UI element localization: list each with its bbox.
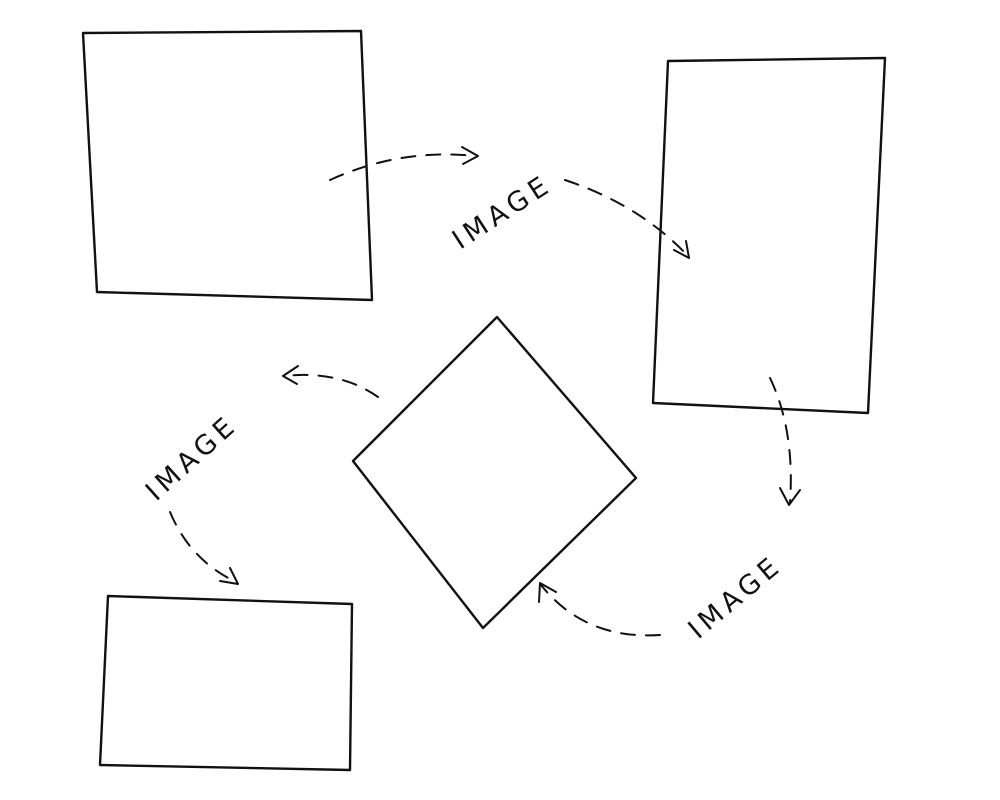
arrow-1	[329, 146, 479, 181]
arrow-2	[564, 179, 690, 259]
arrow-5	[282, 365, 379, 398]
arrow-6	[169, 511, 239, 585]
label-image-top: IMAGE	[447, 169, 558, 256]
label-image-bottom-right: IMAGE	[683, 549, 789, 645]
box-bottom-left	[98, 594, 354, 772]
diamond-center	[351, 315, 638, 630]
arrow-4	[538, 582, 661, 637]
label-image-left: IMAGE	[140, 409, 244, 507]
box-top-left	[81, 29, 374, 302]
arrow-3	[769, 377, 801, 506]
box-top-right	[651, 56, 887, 415]
